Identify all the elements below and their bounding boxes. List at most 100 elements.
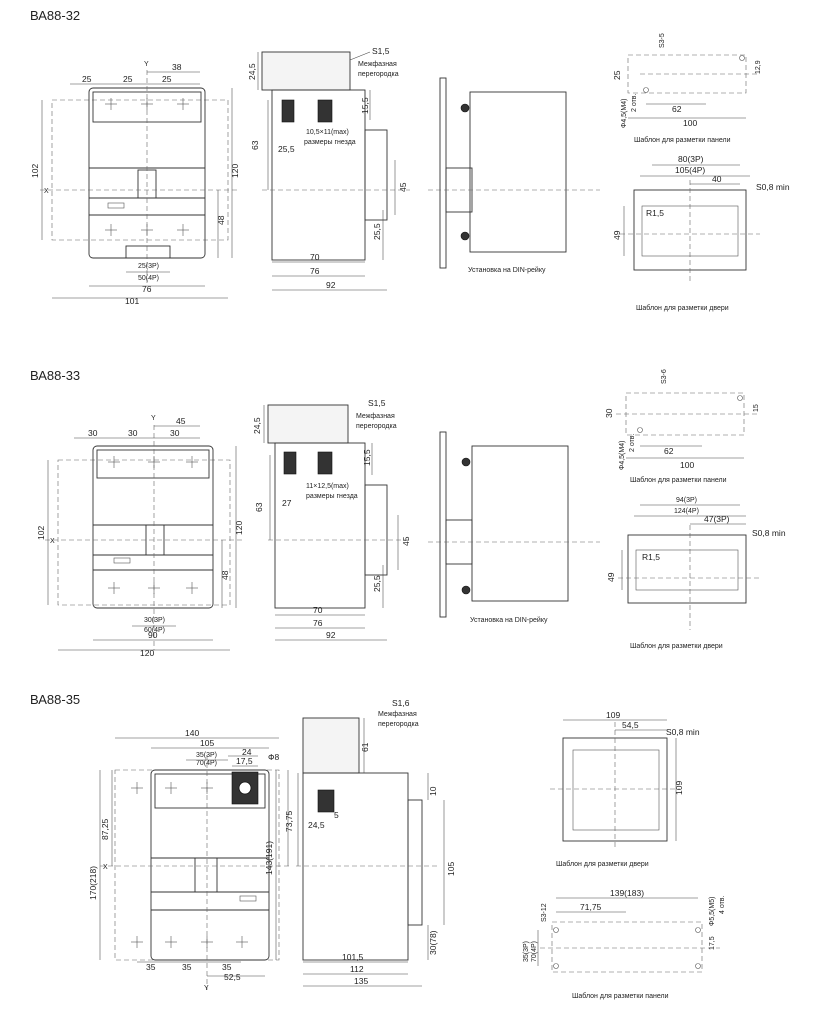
dim-label: 60(4P) — [144, 627, 165, 634]
dim-label: 48 — [216, 215, 226, 225]
dim-label: S1,5 — [372, 46, 390, 56]
dim-label: 92 — [326, 630, 336, 640]
dim-label: 5 — [334, 810, 339, 820]
dim-label: 27 — [282, 498, 292, 508]
dim-label: 105(4P) — [675, 165, 705, 175]
dim-label: 17,5 — [236, 756, 253, 766]
dim-label: 73,75 — [284, 810, 294, 832]
dim-label: 87,25 — [100, 818, 110, 840]
side-view: S1,5 Межфазная перегородка 24,5 15,5 63 … — [247, 46, 410, 291]
dim-label: 109 — [606, 710, 620, 720]
dim-label: 143(191) — [264, 841, 274, 875]
dim-label: 54,5 — [622, 720, 639, 730]
front-view: 30 30 30 45 Y X 102 120 48 30(3P) 60(4P)… — [36, 415, 245, 658]
dim-label: 15,5 — [360, 97, 370, 114]
dim-label: R1,5 — [646, 208, 664, 218]
dim-label: 135 — [354, 976, 368, 986]
axis-label: X — [44, 188, 49, 195]
dim-label: 62 — [672, 104, 682, 114]
caption: Установка на DIN-рейку — [468, 266, 546, 274]
note: размеры гнезда — [304, 139, 356, 146]
dim-label: 12,9 — [755, 60, 762, 74]
caption: Шаблон для разметки двери — [630, 642, 723, 650]
dim-label: 61 — [360, 742, 370, 752]
dim-label: 100 — [683, 118, 697, 128]
dim-label: 24,5 — [308, 820, 325, 830]
dim-label: R1,5 — [642, 552, 660, 562]
note: размеры гнезда — [306, 493, 358, 500]
dim-label: 70(4P) — [196, 760, 217, 767]
section-title: ВА88-33 — [30, 368, 80, 383]
dim-label: S0,8 min — [752, 528, 786, 538]
dim-label: 52,5 — [224, 972, 241, 982]
dim-label: 170(218) — [88, 866, 98, 900]
caption: Шаблон для разметки двери — [636, 304, 729, 312]
front-view: 25 25 25 38 Y X 102 120 48 25(3P) 50(4P)… — [30, 61, 240, 306]
dim-label: 25,5 — [372, 575, 382, 592]
din-rail-view: Установка на DIN-рейку — [428, 431, 600, 624]
dim-label: 2 отв. — [629, 433, 636, 452]
dim-label: 30(3P) — [144, 617, 165, 624]
note: 10,5×11(max) — [306, 129, 349, 136]
dim-label: S3-6 — [661, 369, 668, 384]
dim-label: 30 — [88, 428, 98, 438]
dim-label: 76 — [142, 284, 152, 294]
dim-label: 70 — [313, 605, 323, 615]
dim-label: 30 — [604, 408, 614, 418]
caption: Шаблон для разметки панели — [572, 992, 669, 1000]
dim-label: 45 — [401, 536, 411, 546]
front-view: 140 105 35(3P) 70(4P) 24 17,5 Ф8 87,25 1… — [88, 728, 294, 992]
dim-label: 49 — [606, 572, 616, 582]
dim-label: S1,5 — [368, 398, 386, 408]
dim-label: 30 — [170, 428, 180, 438]
note: 11×12,5(max) — [306, 483, 349, 490]
axis-label: X — [103, 864, 108, 871]
dim-label: 102 — [30, 164, 40, 178]
dim-label: 35 — [146, 962, 156, 972]
dim-label: 25 — [123, 74, 133, 84]
dim-label: 48 — [220, 570, 230, 580]
dim-label: 76 — [313, 618, 323, 628]
dim-label: 47(3P) — [704, 514, 730, 524]
note: перегородка — [356, 423, 397, 430]
axis-label: Y — [204, 985, 209, 992]
dim-label: 63 — [250, 140, 260, 150]
dim-label: 101,5 — [342, 952, 364, 962]
dim-label: 2 отв. — [631, 93, 638, 112]
dim-label: 101 — [125, 296, 139, 306]
dim-label: 25 — [162, 74, 172, 84]
dim-label: 25(3P) — [138, 263, 159, 270]
dim-label: 94(3P) — [676, 497, 697, 504]
dim-label: 4 отв. — [719, 895, 726, 914]
dim-label: 25,5 — [278, 144, 295, 154]
dim-label: S0,8 min — [666, 727, 700, 737]
dim-label: Ф4,5(М4) — [621, 99, 628, 128]
side-view: S1,6 Межфазная перегородка 61 10 24,5 5 … — [296, 698, 456, 987]
dim-label: 24 — [242, 747, 252, 757]
note: Межфазная — [378, 711, 417, 718]
dim-label: 24,5 — [252, 417, 262, 434]
caption: Установка на DIN-рейку — [470, 616, 548, 624]
dim-label: 45 — [176, 416, 186, 426]
din-rail-view: Установка на DIN-рейку — [428, 77, 600, 274]
dim-label: 62 — [664, 446, 674, 456]
dim-label: 70(4P) — [531, 941, 538, 962]
dim-label: 25 — [612, 70, 622, 80]
dim-label: 15 — [753, 404, 760, 412]
dim-label: 105 — [200, 738, 214, 748]
dim-label: 92 — [326, 280, 336, 290]
note: Межфазная — [358, 61, 397, 68]
dim-label: 71,75 — [580, 902, 602, 912]
dim-label: 35(3P) — [196, 752, 217, 759]
note: Межфазная — [356, 413, 395, 420]
note: перегородка — [358, 71, 399, 78]
dim-label: S3-5 — [659, 33, 666, 48]
dim-label: S1,6 — [392, 698, 410, 708]
axis-label: Y — [144, 61, 149, 68]
dim-label: 25 — [82, 74, 92, 84]
side-view: S1,5 Межфазная перегородка 24,5 15,5 63 … — [252, 398, 411, 641]
axis-label: Y — [151, 415, 156, 422]
dim-label: 50(4P) — [138, 275, 159, 282]
panel-template: S3-6 30 15 62 100 Ф4,5(М4) 2 отв. Шаблон… — [604, 369, 760, 484]
